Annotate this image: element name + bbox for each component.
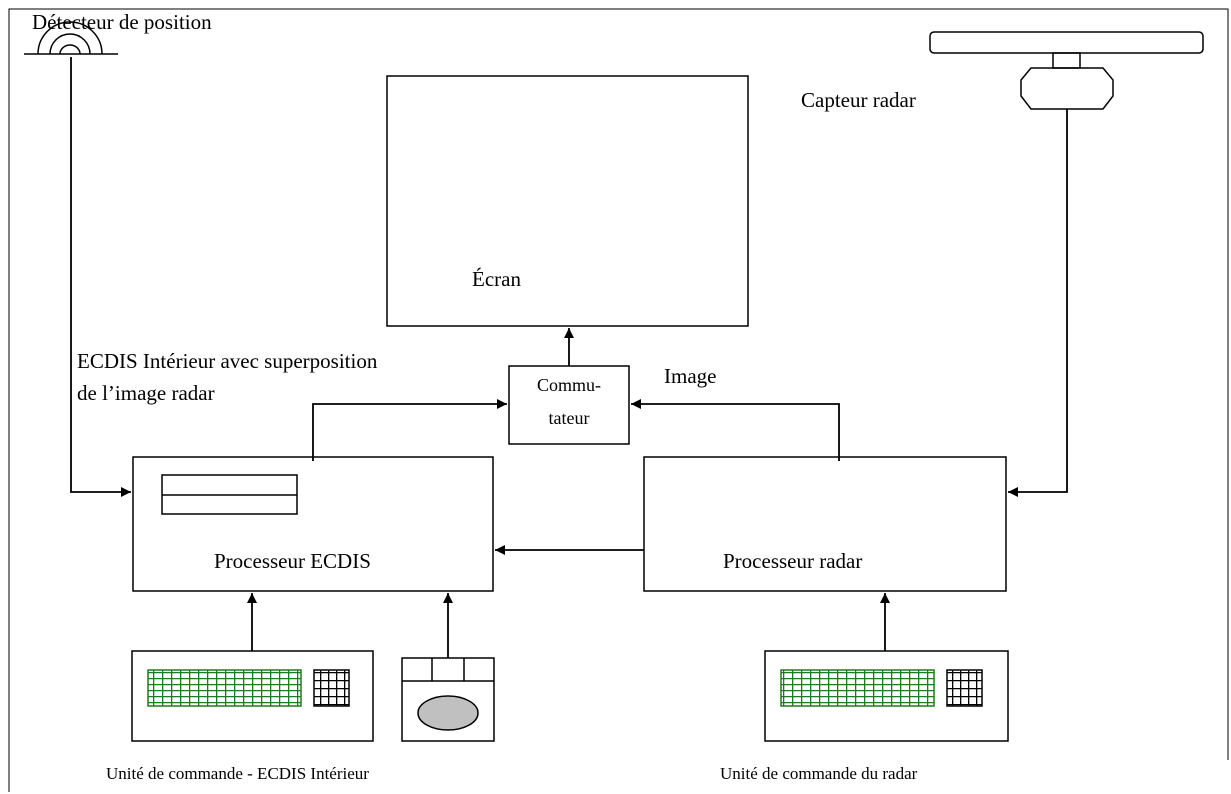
ecdis-control-unit-label: Unité de commande - ECDIS Intérieur: [106, 764, 369, 783]
position-detector-label: Détecteur de position: [32, 10, 212, 34]
position-detector-dome-icon: [24, 21, 118, 55]
ecdis-to-switch-line: [312, 399, 507, 461]
radar-control-unit-label: Unité de commande du radar: [720, 764, 918, 783]
outer-frame: [8, 8, 1229, 792]
screen-label: Écran: [472, 267, 521, 291]
ecdis-overlay-label-line1: ECDIS Intérieur avec superposition: [77, 349, 378, 373]
ecdis-processor-label: Processeur ECDIS: [214, 549, 371, 573]
switch-label-line1: Commu-: [536, 375, 601, 395]
screen-box: [386, 75, 749, 327]
radar-sensor-to-processor-line: [1008, 109, 1068, 497]
radar-antenna-icon: [929, 31, 1204, 110]
trackball-icon: [401, 657, 495, 742]
radar-to-switch-line: [631, 399, 840, 461]
radar-processor-box: [643, 456, 1007, 592]
ecdis-overlay-label-line2: de l’image radar: [77, 381, 215, 405]
switch-label-line2: tateur: [548, 408, 590, 428]
radar-processor-label: Processeur radar: [723, 549, 863, 573]
image-label: Image: [664, 364, 717, 388]
detector-to-ecdis-line: [70, 57, 131, 497]
ecdis-keyboard-icon: [131, 650, 374, 742]
radar-keyboard-icon: [764, 650, 1009, 742]
radar-sensor-label: Capteur radar: [801, 88, 916, 112]
